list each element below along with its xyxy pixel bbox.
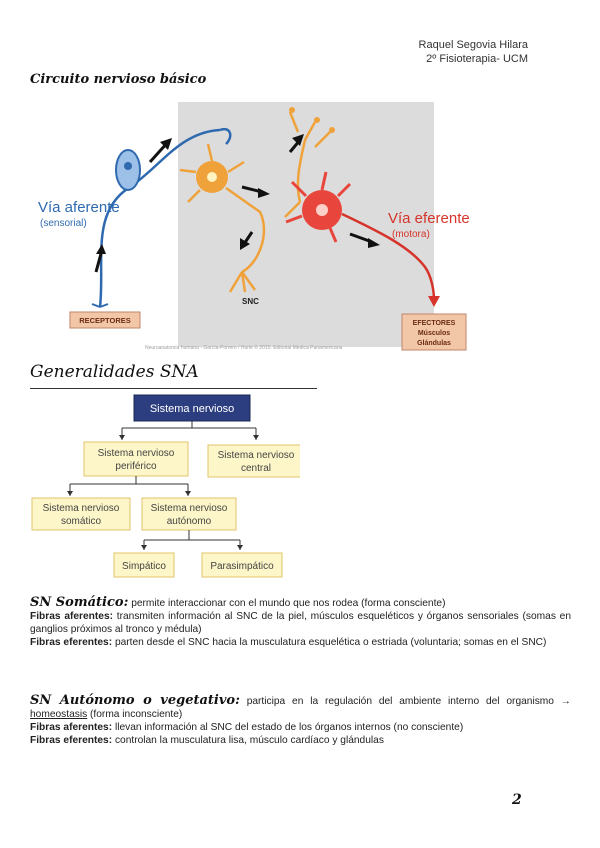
page-header: Raquel Segovia Hilara 2º Fisioterapia- U… bbox=[419, 38, 528, 66]
interneuron-2-branches bbox=[284, 111, 331, 218]
connector-autonomic bbox=[143, 530, 241, 550]
course-name: 2º Fisioterapia- UCM bbox=[426, 53, 528, 65]
figure-caption: Neuroanatomía humana - García-Porrero / … bbox=[145, 344, 343, 351]
efferent-label: Vía eferente bbox=[388, 210, 470, 227]
node-somatic-line1: Sistema nervioso bbox=[43, 503, 120, 514]
autonomic-heading: SN Autónomo o vegetativo: bbox=[30, 693, 240, 708]
flow-arrowhead-6 bbox=[368, 238, 380, 248]
somatic-heading: SN Somático: bbox=[30, 595, 129, 610]
effectors-label: EFECTORES bbox=[413, 320, 456, 327]
receptor-endings bbox=[91, 303, 109, 308]
efferent-arrowhead bbox=[428, 296, 440, 307]
autonomic-efferent-label: Fibras eferentes: bbox=[30, 735, 113, 746]
afferent-sublabel: (sensorial) bbox=[40, 218, 87, 229]
interneuron-bouton-2 bbox=[314, 117, 320, 123]
autonomic-efferent-text: controlan la musculatura lisa, músculo c… bbox=[112, 735, 384, 746]
node-root-label: Sistema nervioso bbox=[150, 403, 234, 415]
receptors-label: RECEPTORES bbox=[79, 316, 131, 325]
connector-peripheral bbox=[69, 476, 189, 496]
connector-root bbox=[121, 421, 257, 440]
section-title-generalidades: Generalidades SNA bbox=[30, 362, 199, 382]
connector-root-arrows bbox=[119, 435, 259, 440]
page-number: 2 bbox=[512, 792, 522, 808]
autonomic-heading-line: SN Autónomo o vegetativo: participa en l… bbox=[30, 694, 571, 721]
flow-arrowhead-4 bbox=[240, 238, 250, 250]
interneuron-dendrites bbox=[179, 143, 266, 293]
flow-arrowhead-5 bbox=[292, 134, 304, 146]
somatic-afferent-label: Fibras aferentes: bbox=[30, 611, 114, 622]
somatic-efferent: Fibras eferentes: parten desde el SNC ha… bbox=[30, 636, 571, 649]
node-parasympathetic-label: Parasimpático bbox=[210, 561, 274, 572]
autonomic-section: SN Autónomo o vegetativo: participa en l… bbox=[30, 694, 571, 747]
node-autonomic-line1: Sistema nervioso bbox=[151, 503, 228, 514]
interneuron-bouton-1 bbox=[289, 107, 295, 113]
autonomic-afferent-label: Fibras aferentes: bbox=[30, 722, 113, 733]
node-sympathetic bbox=[113, 552, 175, 578]
nerve-circuit-figure: Vía aferente (sensorial) Vía eferente (m… bbox=[38, 102, 470, 351]
somatic-heading-line: SN Somático: permite interaccionar con e… bbox=[30, 596, 571, 610]
node-central-line2: central bbox=[241, 463, 271, 474]
nervous-system-tree: Sistema nervioso Sistema nervioso perifé… bbox=[31, 394, 300, 578]
node-central bbox=[207, 444, 300, 478]
title-underline bbox=[30, 388, 317, 389]
flow-arrowhead-3 bbox=[258, 188, 270, 198]
efferent-nucleus bbox=[316, 204, 328, 216]
snc-label: SNC bbox=[242, 297, 259, 306]
somatic-afferent: Fibras aferentes: transmiten información… bbox=[30, 610, 571, 636]
autonomic-intro-end: (forma inconsciente) bbox=[87, 709, 183, 720]
node-parasympathetic bbox=[201, 552, 283, 578]
author-name: Raquel Segovia Hilara bbox=[418, 39, 528, 51]
efferent-sublabel: (motora) bbox=[392, 229, 430, 240]
effectors-glands: Glándulas bbox=[417, 340, 451, 347]
node-somatic bbox=[31, 497, 131, 531]
interneuron-nucleus-1 bbox=[207, 172, 217, 182]
node-peripheral-line2: periférico bbox=[115, 461, 157, 472]
connector-peripheral-arrows bbox=[67, 491, 191, 496]
node-central-line1: Sistema nervioso bbox=[218, 450, 295, 461]
flow-arrowhead-2 bbox=[160, 138, 172, 150]
node-sympathetic-label: Simpático bbox=[122, 561, 166, 572]
effectors-muscles: Músculos bbox=[418, 330, 450, 337]
receptors-box bbox=[69, 311, 141, 329]
efferent-axon bbox=[341, 212, 436, 301]
afferent-nucleus bbox=[124, 162, 132, 170]
homeostasis-term: homeostasis bbox=[30, 709, 88, 720]
somatic-efferent-text: parten desde el SNC hacia la musculatura… bbox=[112, 637, 547, 648]
autonomic-afferent-text: llevan información al SNC del estado de … bbox=[112, 722, 464, 733]
autonomic-afferent: Fibras aferentes: llevan información al … bbox=[30, 721, 571, 734]
connector-autonomic-arrows bbox=[141, 545, 243, 550]
afferent-label: Vía aferente bbox=[38, 199, 120, 216]
autonomic-efferent: Fibras eferentes: controlan la musculatu… bbox=[30, 734, 571, 747]
effectors-box bbox=[401, 313, 467, 351]
afferent-terminal bbox=[219, 127, 232, 145]
somatic-afferent-text: transmiten información al SNC de la piel… bbox=[30, 611, 571, 635]
node-peripheral bbox=[83, 441, 189, 477]
node-autonomic bbox=[141, 497, 237, 531]
node-peripheral-line1: Sistema nervioso bbox=[98, 448, 175, 459]
node-somatic-line2: somático bbox=[61, 516, 101, 527]
somatic-efferent-label: Fibras eferentes: bbox=[30, 637, 113, 648]
snc-background bbox=[178, 102, 434, 347]
flow-arrowhead-1 bbox=[96, 244, 106, 254]
node-autonomic-line2: autónomo bbox=[167, 516, 212, 527]
somatic-section: SN Somático: permite interaccionar con e… bbox=[30, 596, 571, 649]
section-title-circuit: Circuito nervioso básico bbox=[30, 72, 207, 87]
efferent-dendrites bbox=[285, 171, 352, 243]
autonomic-intro: participa en la regulación del ambiente … bbox=[239, 696, 571, 707]
somatic-intro: permite interaccionar con el mundo que n… bbox=[128, 598, 446, 609]
interneuron-bouton-3 bbox=[329, 127, 335, 133]
